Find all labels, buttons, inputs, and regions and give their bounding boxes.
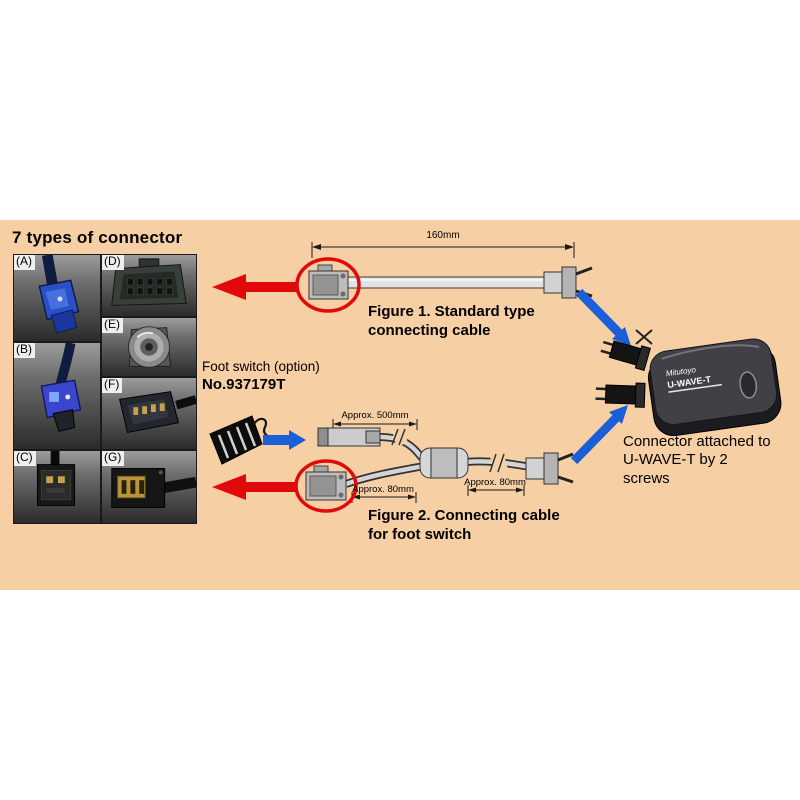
cell-label-b: (B) — [14, 343, 35, 358]
connector-cell-b: (B) — [13, 342, 101, 450]
cell-label-c: (C) — [14, 451, 36, 466]
connector-cell-a: (A) — [13, 254, 101, 342]
foot-switch-label: Foot switch (option) — [202, 359, 320, 374]
connector-cell-f: (F) — [101, 377, 197, 450]
foot-switch-part-number: No.937179T — [202, 376, 286, 393]
fig2-caption: Figure 2. Connecting cable for foot swit… — [368, 507, 560, 543]
connector-cell-e: (E) — [101, 317, 197, 377]
connector-photo-e — [127, 326, 172, 368]
device-note: Connector attached to U-WAVE-T by 2 scre… — [623, 433, 771, 487]
fig1-caption: Figure 1. Standard type connecting cable — [368, 303, 535, 339]
connector-cell-c: (C) — [13, 450, 101, 524]
connector-cell-g: (G) — [101, 450, 197, 524]
connector-photo-f — [119, 391, 196, 434]
connector-photo-g — [111, 468, 196, 508]
fig1-dimension-label: 160mm — [426, 230, 460, 241]
fig2-dimension-left-label: Approx. 80mm — [352, 484, 414, 495]
cell-label-f: (F) — [102, 378, 123, 393]
connector-cell-d: (D) — [101, 254, 197, 317]
connector-table-title: 7 types of connector — [12, 228, 183, 247]
fig2-dimension-right-label: Approx. 80mm — [464, 477, 526, 488]
connector-photo-a — [38, 255, 80, 334]
connector-photo-b — [40, 343, 82, 432]
cell-label-e: (E) — [102, 318, 123, 333]
cell-label-d: (D) — [102, 255, 124, 270]
cell-label-a: (A) — [14, 255, 35, 270]
fig2-dimension-top-label: Approx. 500mm — [341, 410, 409, 421]
cell-label-g: (G) — [102, 451, 125, 466]
connector-photo-c — [36, 451, 76, 506]
connector-photo-d — [111, 258, 187, 306]
